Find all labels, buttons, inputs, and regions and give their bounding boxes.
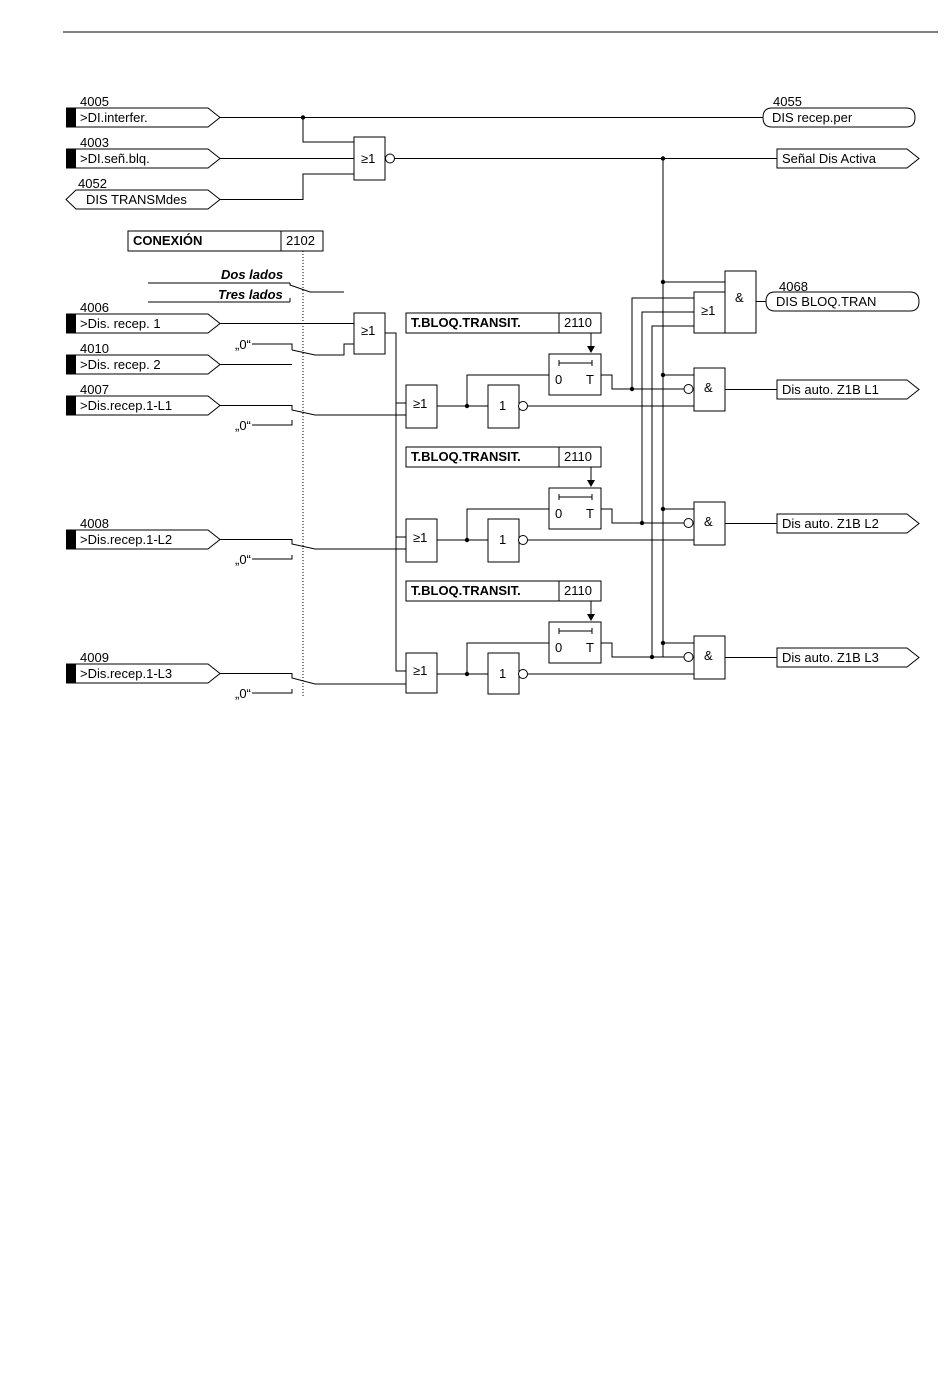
option-dos-lados: Dos lados xyxy=(221,267,283,282)
timer-zero: 0 xyxy=(555,640,562,655)
output-label: Dis auto. Z1B L3 xyxy=(782,650,879,665)
timer-address: 2110 xyxy=(564,449,592,464)
not-gate-l3: 1 xyxy=(487,652,528,695)
timer-l2: 0 T xyxy=(548,487,602,530)
timer-param-l2: T.BLOQ.TRANSIT. 2110 xyxy=(405,446,602,468)
timer-t: T xyxy=(586,372,594,387)
output-z1b-l1: Dis auto. Z1B L1 xyxy=(776,379,920,400)
timer-param-l3: T.BLOQ.TRANSIT. 2110 xyxy=(405,580,602,602)
input-label: >Dis.recep.1-L3 xyxy=(80,666,172,681)
output-label: DIS recep.per xyxy=(772,110,853,125)
input-4005: 4005 >DI.interfer. xyxy=(66,94,221,128)
and-gate-l3: & xyxy=(693,635,726,680)
input-4052: 4052 DIS TRANSMdes xyxy=(65,176,221,210)
input-label: >Dis. recep. 2 xyxy=(80,357,161,372)
not-gate-l1: 1 xyxy=(487,384,528,429)
gate-label: ≥1 xyxy=(413,396,427,411)
conexion-label: CONEXIÓN xyxy=(133,233,202,248)
gate-label: ≥1 xyxy=(701,303,715,318)
input-4009: 4009 >Dis.recep.1-L3 xyxy=(66,650,221,684)
output-label: Señal Dis Activa xyxy=(782,151,877,166)
conexion-address: 2102 xyxy=(286,233,315,248)
gate-label: ≥1 xyxy=(413,530,427,545)
zero-constant: „0“ xyxy=(235,337,251,352)
and-gate-l1: & xyxy=(693,367,726,412)
input-4003: 4003 >DI.señ.blq. xyxy=(66,135,221,169)
output-label: Dis auto. Z1B L2 xyxy=(782,516,879,531)
zero-constant: „0“ xyxy=(235,686,251,701)
not-gate-l2: 1 xyxy=(487,518,528,563)
output-number: 4055 xyxy=(773,94,802,109)
zero-constant: „0“ xyxy=(235,552,251,567)
timer-t: T xyxy=(586,506,594,521)
input-number: 4010 xyxy=(80,341,109,356)
output-z1b-l3: Dis auto. Z1B L3 xyxy=(776,647,920,668)
input-4006: 4006 >Dis. recep. 1 xyxy=(66,300,221,334)
or-gate-top: ≥1 xyxy=(353,136,395,181)
timer-label: T.BLOQ.TRANSIT. xyxy=(411,583,521,598)
gate-label: ≥1 xyxy=(413,663,427,678)
output-label: Dis auto. Z1B L1 xyxy=(782,382,879,397)
option-tres-lados: Tres lados xyxy=(218,287,283,302)
or-gate-recep: ≥1 xyxy=(353,312,386,355)
output-number: 4068 xyxy=(779,279,808,294)
gate-label: 1 xyxy=(499,532,506,547)
zero-constant: „0“ xyxy=(235,418,251,433)
input-number: 4005 xyxy=(80,94,109,109)
or-gate-l1: ≥1 xyxy=(405,384,438,429)
timer-zero: 0 xyxy=(555,506,562,521)
input-label: >Dis.recep.1-L1 xyxy=(80,398,172,413)
input-number: 4006 xyxy=(80,300,109,315)
input-4008: 4008 >Dis.recep.1-L2 xyxy=(66,516,221,550)
or-gate-bloq: ≥1 xyxy=(693,291,726,334)
gate-label: & xyxy=(704,380,713,395)
output-4068: 4068 DIS BLOQ.TRAN xyxy=(765,279,920,312)
output-4055: 4055 DIS recep.per xyxy=(762,94,916,128)
and-gate-bloq: & xyxy=(724,270,757,334)
timer-l1: 0 T xyxy=(548,353,602,396)
output-senal-dis-activa: Señal Dis Activa xyxy=(776,148,920,169)
gate-label: & xyxy=(735,290,744,305)
timer-label: T.BLOQ.TRANSIT. xyxy=(411,315,521,330)
input-4010: 4010 >Dis. recep. 2 xyxy=(66,341,221,375)
input-label: >Dis.recep.1-L2 xyxy=(80,532,172,547)
timer-address: 2110 xyxy=(564,583,592,598)
input-label: >DI.señ.blq. xyxy=(80,151,150,166)
input-4007: 4007 >Dis.recep.1-L1 xyxy=(66,382,221,416)
gate-label: ≥1 xyxy=(361,323,375,338)
gate-label: ≥1 xyxy=(361,151,375,166)
input-label: >DI.interfer. xyxy=(80,110,148,125)
or-gate-l3: ≥1 xyxy=(405,652,438,694)
input-number: 4009 xyxy=(80,650,109,665)
timer-param-l1: T.BLOQ.TRANSIT. 2110 xyxy=(405,312,602,334)
input-number: 4052 xyxy=(78,176,107,191)
input-label: >Dis. recep. 1 xyxy=(80,316,161,331)
gate-label: 1 xyxy=(499,666,506,681)
timer-t: T xyxy=(586,640,594,655)
input-label: DIS TRANSMdes xyxy=(86,192,187,207)
timer-zero: 0 xyxy=(555,372,562,387)
output-label: DIS BLOQ.TRAN xyxy=(776,294,876,309)
gate-label: & xyxy=(704,514,713,529)
conexion-parameter: CONEXIÓN 2102 xyxy=(127,230,324,252)
output-z1b-l2: Dis auto. Z1B L2 xyxy=(776,513,920,534)
or-gate-l2: ≥1 xyxy=(405,518,438,563)
gate-label: & xyxy=(704,648,713,663)
input-number: 4008 xyxy=(80,516,109,531)
timer-address: 2110 xyxy=(564,315,592,330)
input-number: 4003 xyxy=(80,135,109,150)
input-number: 4007 xyxy=(80,382,109,397)
gate-label: 1 xyxy=(499,398,506,413)
and-gate-l2: & xyxy=(693,501,726,546)
timer-label: T.BLOQ.TRANSIT. xyxy=(411,449,521,464)
timer-l3: 0 T xyxy=(548,621,602,664)
